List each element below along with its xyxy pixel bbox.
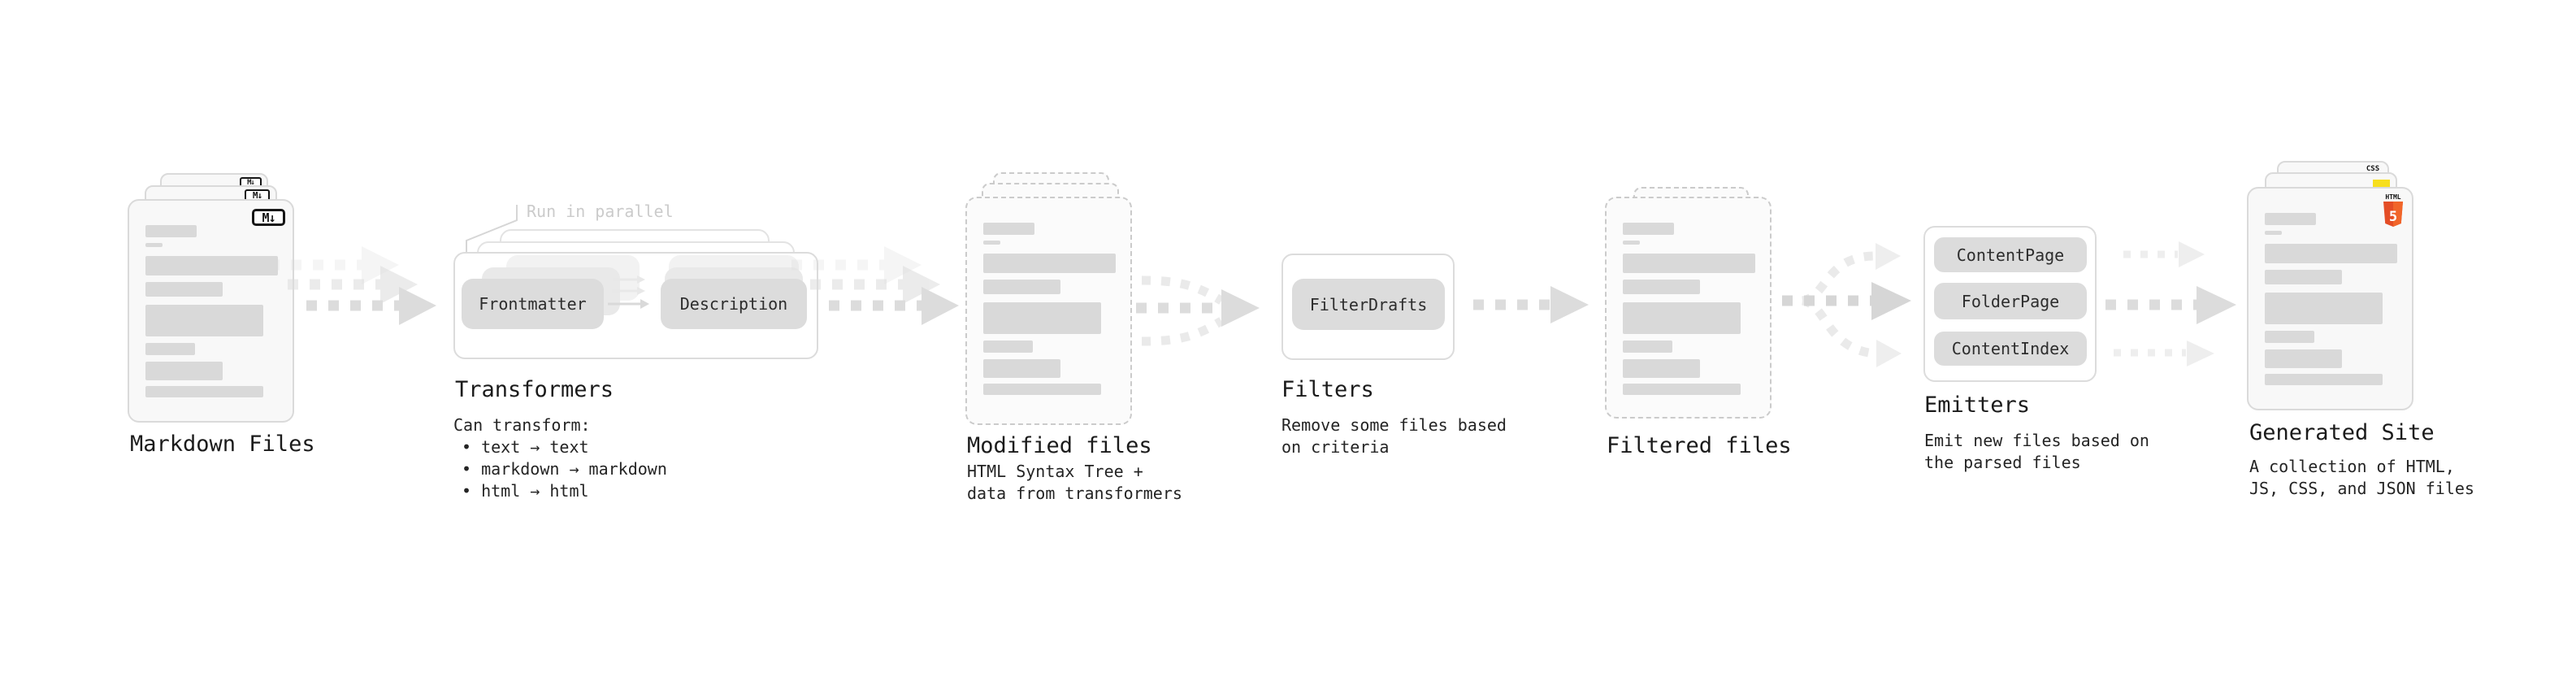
filter-node-filterdrafts: FilterDrafts <box>1292 279 1445 330</box>
filtered-file-card <box>1605 197 1772 419</box>
placeholder-bar <box>1623 359 1700 378</box>
flow-arrow-transformers-to-modified <box>791 246 959 325</box>
emitters-caption: Emit new files based on the parsed files <box>1924 430 2149 474</box>
caption-line: HTML Syntax Tree + <box>967 462 1143 481</box>
placeholder-bar <box>983 280 1060 294</box>
placeholder-bar <box>1623 384 1741 395</box>
filtered-files-title: Filtered files <box>1607 433 1792 458</box>
transformer-node-description: Description <box>661 279 807 329</box>
placeholder-bar <box>1623 254 1755 273</box>
caption-line: Remove some files based <box>1281 415 1507 435</box>
modified-file-card <box>965 197 1132 425</box>
run-in-parallel-note: Run in parallel <box>527 202 674 221</box>
generated-file-card-html: HTML 5 <box>2247 187 2413 410</box>
placeholder-bar <box>983 384 1101 395</box>
emitter-node-contentpage: ContentPage <box>1934 237 2087 272</box>
caption-line: data from transformers <box>967 484 1182 503</box>
placeholder-bar <box>2265 349 2342 368</box>
markdown-file-card: M↓ <box>128 199 294 423</box>
caption-line: • text → text <box>462 437 589 457</box>
html5-icon: HTML 5 <box>2383 193 2403 227</box>
placeholder-bar <box>145 362 223 380</box>
placeholder-bar <box>2265 270 2342 284</box>
placeholder-bar <box>2265 244 2397 263</box>
filters-title: Filters <box>1281 377 1374 402</box>
placeholder-bar <box>1623 340 1672 353</box>
placeholder-bar <box>2265 231 2282 235</box>
caption-line: JS, CSS, and JSON files <box>2249 479 2474 498</box>
placeholder-bar <box>145 386 263 397</box>
placeholder-bar <box>145 256 278 275</box>
flow-arrow-filtered-to-emitters-fanout <box>1782 243 1911 367</box>
markdown-icon: M↓ <box>252 209 285 226</box>
emitters-title: Emitters <box>1924 393 2031 418</box>
placeholder-bar <box>145 282 223 297</box>
placeholder-bar <box>983 254 1116 273</box>
caption-line: • markdown → markdown <box>462 459 667 479</box>
caption-line: Can transform: <box>453 415 591 435</box>
generated-site-caption: A collection of HTML, JS, CSS, and JSON … <box>2249 456 2474 500</box>
placeholder-bar <box>983 340 1033 353</box>
placeholder-bar <box>145 243 163 247</box>
placeholder-bar <box>2265 331 2314 343</box>
placeholder-bar <box>2265 293 2383 324</box>
placeholder-bar <box>1623 280 1700 294</box>
svg-text:HTML: HTML <box>2385 193 2400 201</box>
emitter-node-contentindex: ContentIndex <box>1934 332 2087 366</box>
flow-arrow-filters-to-filtered <box>1473 286 1589 323</box>
placeholder-bar <box>2265 374 2383 385</box>
placeholder-bar <box>145 305 263 336</box>
placeholder-bar <box>983 359 1060 378</box>
caption-line: on criteria <box>1281 437 1390 457</box>
transformers-title: Transformers <box>455 377 614 402</box>
placeholder-bar <box>145 343 195 355</box>
transformers-caption: Can transform: • text → text • markdown … <box>453 414 667 502</box>
flow-arrows-emitters-to-generated <box>2105 241 2236 367</box>
placeholder-bar <box>1623 241 1640 245</box>
modified-files-caption: HTML Syntax Tree + data from transformer… <box>967 461 1182 505</box>
caption-line: Emit new files based on <box>1924 431 2149 450</box>
caption-line: the parsed files <box>1924 453 2081 472</box>
modified-files-title: Modified files <box>967 433 1152 458</box>
generated-site-title: Generated Site <box>2249 420 2435 445</box>
flow-arrow-markdown-to-transformers <box>269 246 436 325</box>
placeholder-bar <box>983 241 1000 245</box>
svg-text:5: 5 <box>2389 209 2397 225</box>
placeholder-bar <box>983 302 1101 334</box>
flow-arrow-modified-to-filters-merge <box>1136 275 1260 346</box>
placeholder-bar <box>145 225 197 237</box>
placeholder-bar <box>983 223 1034 235</box>
markdown-files-title: Markdown Files <box>130 432 315 457</box>
emitter-node-folderpage: FolderPage <box>1934 283 2087 319</box>
placeholder-bar <box>2265 213 2316 225</box>
placeholder-bar <box>1623 223 1674 235</box>
transformer-node-frontmatter: Frontmatter <box>462 279 604 329</box>
note-leader-line <box>466 205 518 255</box>
placeholder-bar <box>1623 302 1741 334</box>
caption-line: • html → html <box>462 481 589 501</box>
caption-line: A collection of HTML, <box>2249 457 2455 476</box>
filters-caption: Remove some files based on criteria <box>1281 414 1507 458</box>
parallel-arrows-icon <box>608 275 649 309</box>
